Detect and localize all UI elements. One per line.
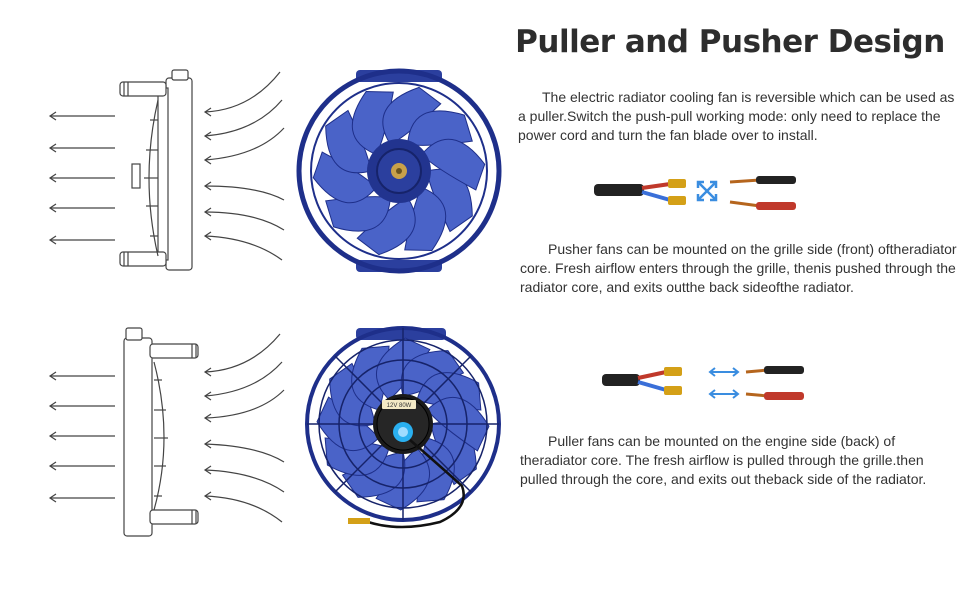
fan-blade bbox=[351, 91, 394, 156]
intro-paragraph: The electric radiator cooling fan is rev… bbox=[518, 89, 955, 143]
puller-fan-image: 12V 80W bbox=[305, 326, 501, 529]
outflow-arrows bbox=[48, 371, 115, 503]
fan-blade bbox=[356, 196, 416, 256]
inflow-arrows bbox=[203, 71, 285, 261]
fan-blade bbox=[404, 186, 447, 251]
fan-blade bbox=[407, 110, 473, 146]
outflow-arrows bbox=[48, 111, 115, 245]
double-arrow-icon bbox=[708, 367, 740, 399]
fan-blade bbox=[312, 151, 378, 204]
inflow-arrows bbox=[203, 333, 285, 523]
pusher-radiator-diagram bbox=[48, 69, 285, 271]
page-title: Puller and Pusher Design bbox=[515, 24, 945, 60]
puller-wiring-image bbox=[602, 366, 804, 400]
fan-blade bbox=[325, 196, 391, 232]
swap-arrows-icon bbox=[696, 180, 718, 202]
fan-blade bbox=[420, 138, 486, 191]
puller-paragraph: Puller fans can be mounted on the engine… bbox=[520, 433, 927, 487]
pusher-paragraph: Pusher fans can be mounted on the grille… bbox=[520, 241, 957, 295]
pusher-fan-image bbox=[296, 68, 502, 274]
motor-label: 12V 80W bbox=[387, 403, 412, 409]
puller-radiator-diagram bbox=[48, 327, 285, 537]
fan-blade bbox=[382, 86, 442, 146]
pusher-wiring-image bbox=[594, 176, 796, 210]
fan-blade bbox=[325, 109, 372, 174]
